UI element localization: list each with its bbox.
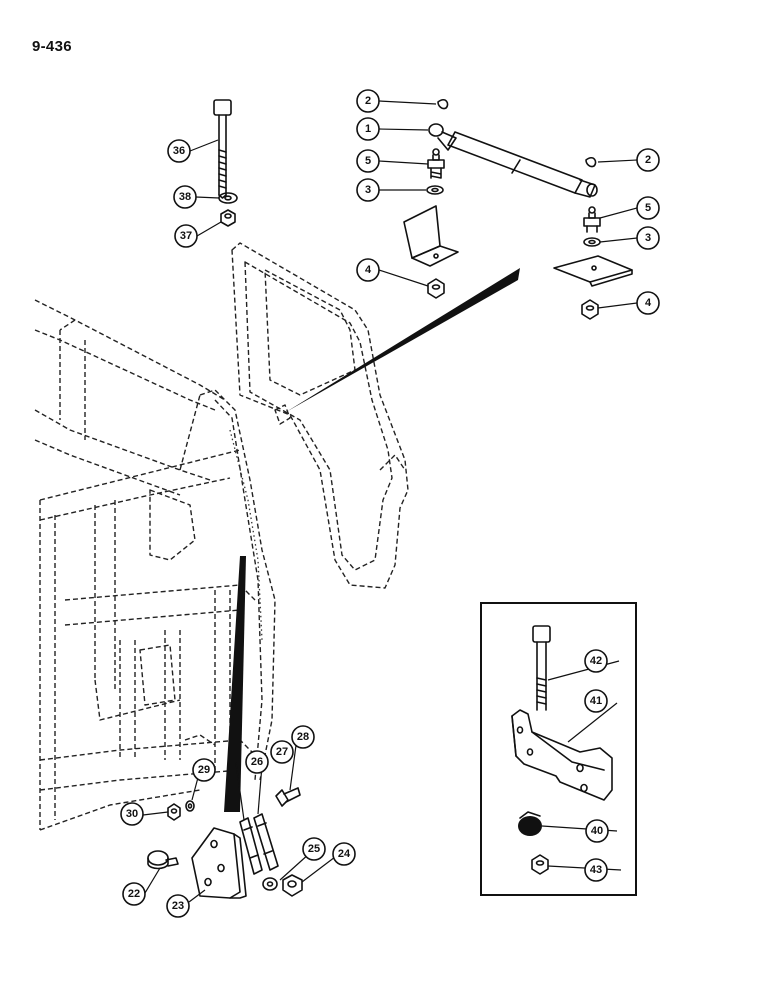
nut-43 bbox=[531, 854, 549, 875]
washer-3-right bbox=[583, 237, 601, 247]
pin-22 bbox=[147, 850, 179, 870]
ball-stud-5-left bbox=[427, 148, 445, 179]
callout-40: 40 bbox=[585, 819, 609, 843]
callout-4: 4 bbox=[636, 291, 660, 315]
shim-27 bbox=[253, 813, 279, 871]
callout-label: 25 bbox=[308, 843, 320, 855]
callout-label: 27 bbox=[276, 746, 288, 758]
leader-lines bbox=[142, 100, 638, 903]
callout-25: 25 bbox=[302, 837, 326, 861]
pointer-upper bbox=[286, 268, 520, 412]
callout-3: 3 bbox=[636, 226, 660, 250]
washer-29 bbox=[185, 800, 195, 812]
callout-label: 26 bbox=[251, 756, 263, 768]
hinge-plate-23 bbox=[191, 827, 247, 899]
callout-41: 41 bbox=[584, 689, 608, 713]
gas-strut-1 bbox=[428, 123, 598, 198]
callout-label: 23 bbox=[172, 900, 184, 912]
bumper-40 bbox=[518, 811, 542, 836]
callout-label: 22 bbox=[128, 888, 140, 900]
callout-3: 3 bbox=[356, 178, 380, 202]
callout-label: 2 bbox=[365, 95, 371, 107]
nut-4-right bbox=[581, 299, 599, 320]
callout-label: 28 bbox=[297, 731, 309, 743]
clip-2-upper bbox=[437, 99, 449, 110]
clip-2-lower bbox=[585, 157, 597, 168]
callout-4: 4 bbox=[356, 258, 380, 282]
callout-label: 43 bbox=[590, 864, 602, 876]
callout-label: 41 bbox=[590, 695, 602, 707]
washer-25 bbox=[262, 877, 278, 891]
callout-label: 38 bbox=[179, 191, 191, 203]
callout-23: 23 bbox=[166, 894, 190, 918]
callout-label: 36 bbox=[173, 145, 185, 157]
callout-label: 30 bbox=[126, 808, 138, 820]
callout-label: 42 bbox=[590, 655, 602, 667]
callout-label: 3 bbox=[645, 232, 651, 244]
bolt-36 bbox=[213, 99, 232, 199]
callout-label: 1 bbox=[365, 123, 371, 135]
nut-30 bbox=[167, 803, 181, 821]
callout-38: 38 bbox=[173, 185, 197, 209]
callout-5: 5 bbox=[356, 149, 380, 173]
callout-label: 2 bbox=[645, 154, 651, 166]
callout-label: 37 bbox=[180, 230, 192, 242]
callout-label: 24 bbox=[338, 848, 351, 860]
bracket-right bbox=[553, 255, 633, 287]
callout-label: 29 bbox=[198, 764, 210, 776]
bolt-28 bbox=[275, 787, 301, 807]
bracket-left bbox=[403, 205, 459, 267]
nut-4-left bbox=[427, 278, 445, 299]
callout-5: 5 bbox=[636, 196, 660, 220]
callout-label: 3 bbox=[365, 184, 371, 196]
callout-27: 27 bbox=[270, 740, 294, 764]
callout-42: 42 bbox=[584, 649, 608, 673]
shim-26 bbox=[239, 817, 263, 875]
inset-frame bbox=[480, 602, 637, 896]
callout-2: 2 bbox=[356, 89, 380, 113]
callout-1: 1 bbox=[356, 117, 380, 141]
callout-26: 26 bbox=[245, 750, 269, 774]
ball-stud-5-right bbox=[583, 206, 601, 233]
washer-3-left bbox=[426, 185, 444, 195]
callout-30: 30 bbox=[120, 802, 144, 826]
bracket-41 bbox=[511, 709, 613, 801]
callout-24: 24 bbox=[332, 842, 356, 866]
callout-label: 4 bbox=[365, 264, 372, 276]
callout-29: 29 bbox=[192, 758, 216, 782]
bolt-42 bbox=[532, 625, 551, 711]
callout-label: 5 bbox=[365, 155, 371, 167]
callout-22: 22 bbox=[122, 882, 146, 906]
callout-37: 37 bbox=[174, 224, 198, 248]
nut-37 bbox=[220, 209, 236, 227]
callout-label: 4 bbox=[645, 297, 652, 309]
callout-43: 43 bbox=[584, 858, 608, 882]
door bbox=[231, 242, 409, 589]
callout-36: 36 bbox=[167, 139, 191, 163]
callout-label: 5 bbox=[645, 202, 651, 214]
callout-label: 40 bbox=[591, 825, 603, 837]
callout-28: 28 bbox=[291, 725, 315, 749]
pointer-lower bbox=[224, 556, 246, 812]
page-number: 9-436 bbox=[32, 38, 72, 55]
nut-24 bbox=[282, 874, 303, 897]
callout-2: 2 bbox=[636, 148, 660, 172]
